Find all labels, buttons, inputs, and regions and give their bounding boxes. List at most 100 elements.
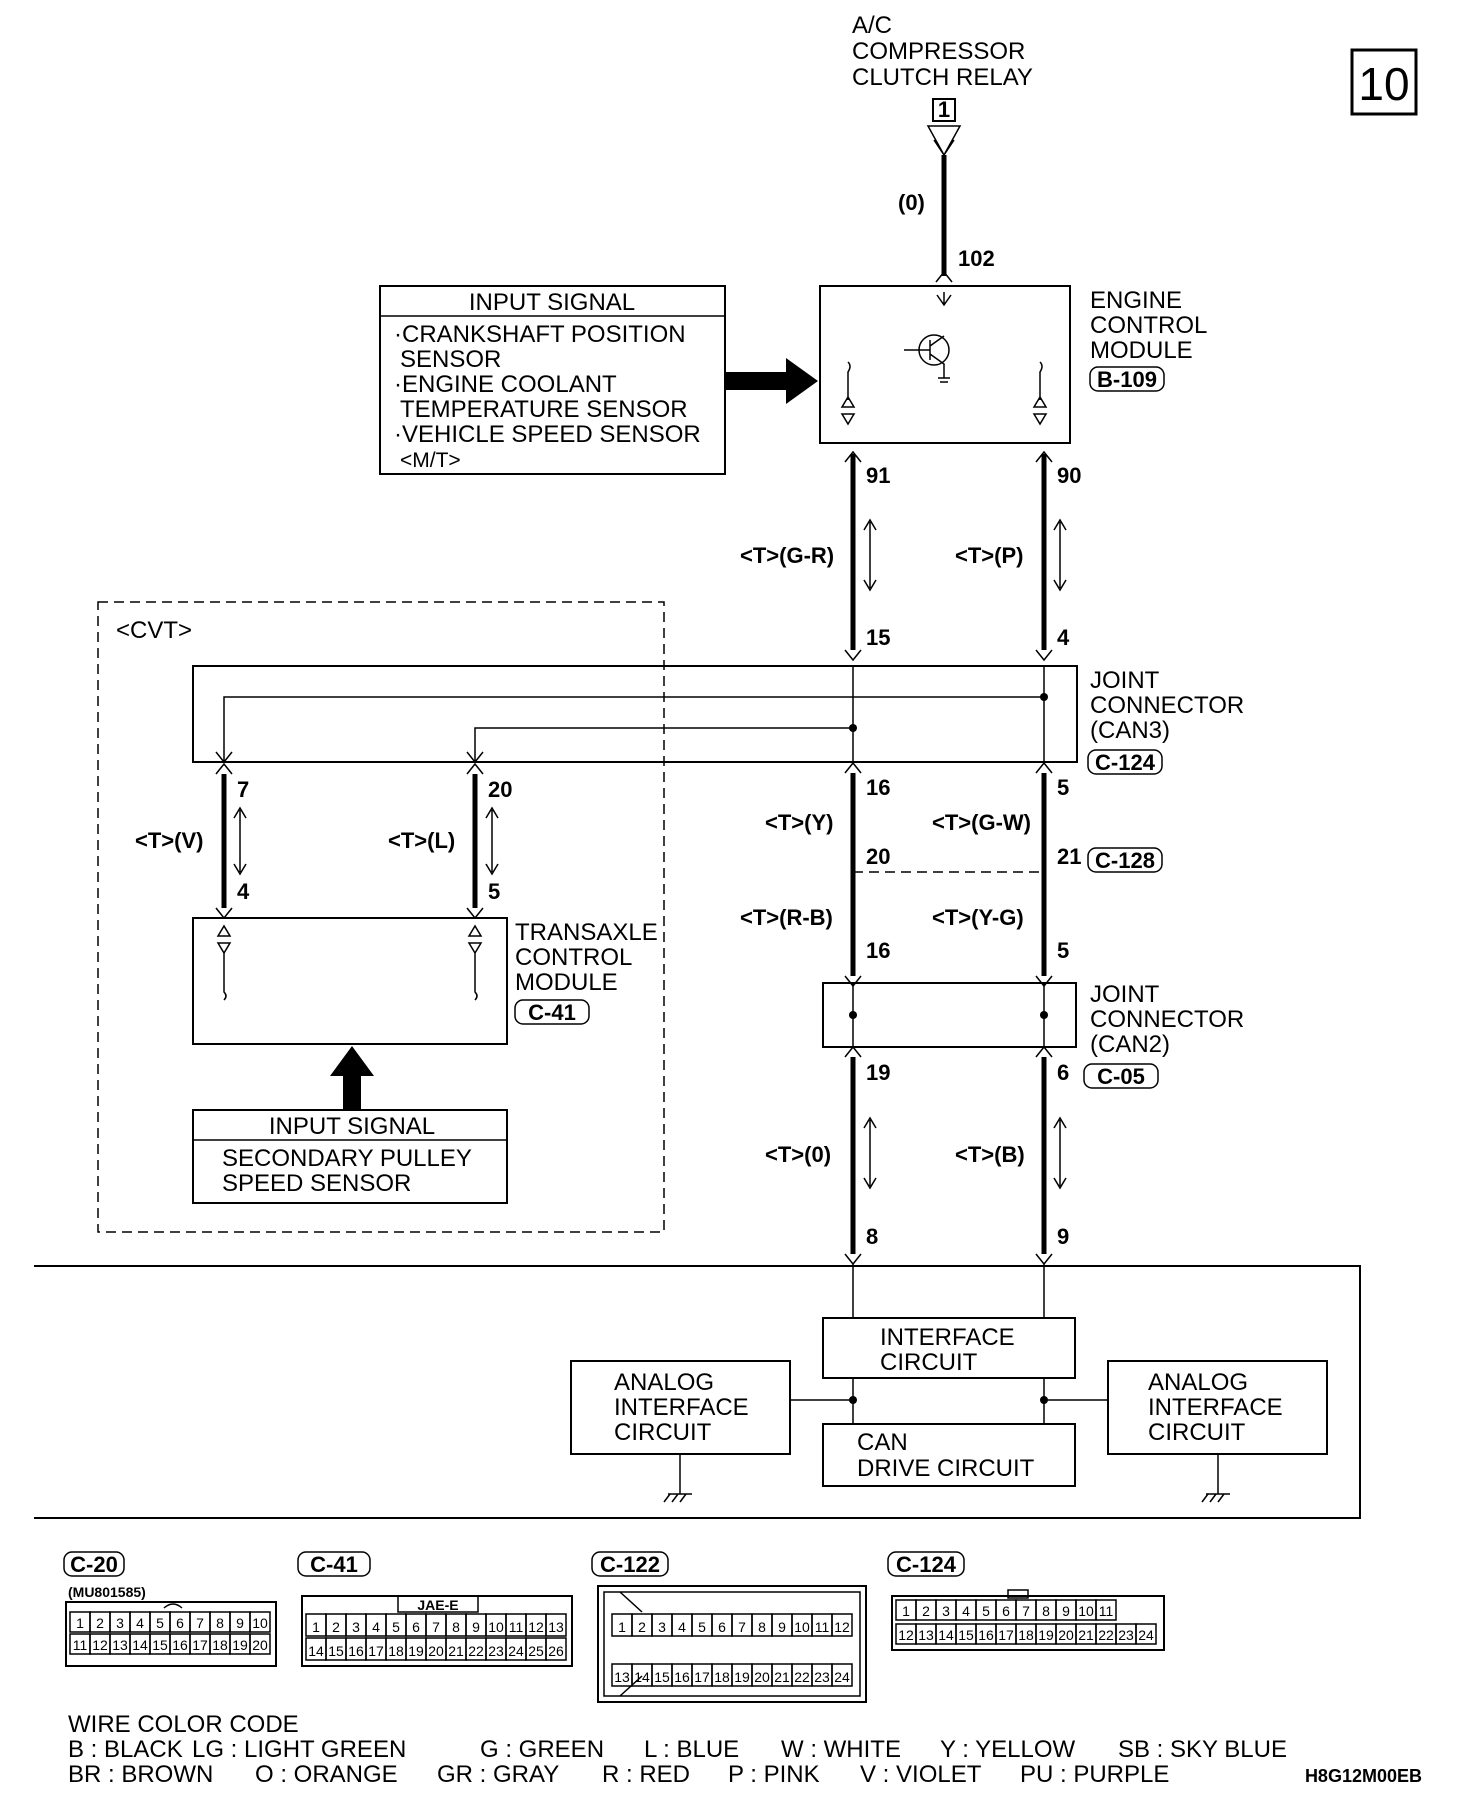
connector-pin-number: 16: [348, 1643, 364, 1659]
connector-pin-number: 26: [548, 1643, 564, 1659]
analog-left-ground-icon: [663, 1454, 692, 1503]
connector-pin-number: 9: [472, 1619, 480, 1635]
svg-text:O : ORANGE: O : ORANGE: [255, 1761, 398, 1788]
connector-pin-number: 19: [734, 1669, 750, 1685]
connector-pin-number: 13: [548, 1619, 564, 1635]
connector-pin-number: 10: [488, 1619, 504, 1635]
can-h-wire1-color: <T>(G-R): [740, 543, 834, 568]
tcm-input-title: INPUT SIGNAL: [269, 1113, 435, 1140]
connector-pin-number: 20: [754, 1669, 770, 1685]
can-l-jc2-out: 6: [1057, 1060, 1069, 1085]
interface-line2: CIRCUIT: [880, 1349, 978, 1376]
joint-can3-internal-wiring: [215, 666, 1045, 764]
connector-pin-number: 10: [794, 1619, 810, 1635]
svg-text:C-20: C-20: [70, 1552, 118, 1577]
connector-pin-number: 4: [136, 1615, 144, 1631]
tcm-input-line2: SPEED SENSOR: [222, 1170, 411, 1197]
svg-text:P : PINK: P : PINK: [728, 1761, 820, 1788]
ac-relay-label: A/C COMPRESSOR CLUTCH RELAY: [852, 12, 1033, 91]
svg-text:<M/T>: <M/T>: [400, 449, 461, 472]
can-h-wire3-color: <T>(R-B): [740, 905, 833, 930]
can-l-ecm-pin: 90: [1057, 463, 1081, 488]
joint-can2-label: JOINT CONNECTOR (CAN2): [1090, 981, 1244, 1058]
connector-pin-number: 24: [508, 1643, 524, 1659]
connector-pin-number: 18: [388, 1643, 404, 1659]
cvt-right-wire-color: <T>(L): [388, 828, 455, 853]
connector-pin-number: 18: [714, 1669, 730, 1685]
svg-text:PU : PURPLE: PU : PURPLE: [1020, 1761, 1169, 1788]
svg-text:JAE-E: JAE-E: [417, 1597, 458, 1613]
connector-pin-number: 2: [922, 1603, 930, 1619]
ecm-input-arrow: [725, 358, 818, 404]
connector-pin-number: 13: [918, 1627, 934, 1643]
can-drive-circuit-box: [822, 1423, 1076, 1487]
joint-can2-connector-box: [1083, 1063, 1159, 1089]
relay-wire-color: (0): [898, 190, 925, 215]
connector-pin-number: 11: [1099, 1603, 1114, 1619]
connector-pin-number: 12: [898, 1627, 914, 1643]
svg-text:W : WHITE: W : WHITE: [781, 1736, 901, 1763]
svg-text:R : RED: R : RED: [602, 1761, 690, 1788]
figure-id: H8G12M00EB: [1305, 1766, 1422, 1786]
ecm-box: [819, 285, 1071, 444]
tcm-label: TRANSAXLE CONTROL MODULE: [515, 919, 658, 996]
page-number-box: [1350, 48, 1418, 116]
analog-right-splice: [1040, 1396, 1048, 1404]
can-drive-line2: DRIVE CIRCUIT: [857, 1455, 1035, 1482]
can-h-ecm-pin: 91: [866, 463, 890, 488]
can-l-wire4-color: <T>(B): [955, 1142, 1025, 1167]
connector-pin-number: 10: [1078, 1603, 1094, 1619]
tcm-can-pin-icons: [216, 924, 483, 1001]
connector-pin-number: 20: [428, 1643, 444, 1659]
ecm-pin-102: 102: [958, 246, 995, 271]
can-wire-direction-arrows: [863, 518, 1067, 1190]
svg-text:C-122: C-122: [600, 1552, 660, 1577]
interface-line1: INTERFACE: [880, 1324, 1015, 1351]
connector-pin-number: 16: [978, 1627, 994, 1643]
connector-pin-number: 6: [718, 1619, 726, 1635]
can-h-jc2-out: 19: [866, 1060, 890, 1085]
connector-pin-number: 8: [1042, 1603, 1050, 1619]
connector-pin-number: 9: [236, 1615, 244, 1631]
connector-cavity: [249, 1611, 271, 1633]
svg-text:·ENGINE COOLANT: ·ENGINE COOLANT: [394, 371, 617, 398]
cvt-wire-chevrons: [215, 762, 499, 920]
svg-text:C-124: C-124: [896, 1552, 957, 1577]
connector-pin-number: 11: [509, 1619, 524, 1635]
joint-can3-box: [192, 665, 1078, 763]
joint-can3-splice-h: [849, 724, 857, 732]
connector-pin-number: 3: [942, 1603, 950, 1619]
svg-text:GR : GRAY: GR : GRAY: [437, 1761, 559, 1788]
svg-text:CONTROL: CONTROL: [1090, 312, 1207, 339]
svg-text:CONNECTOR: CONNECTOR: [1090, 1006, 1244, 1033]
svg-text:G : GREEN: G : GREEN: [480, 1736, 604, 1763]
connector-pin-number: 9: [1062, 1603, 1070, 1619]
connector-pin-number: 23: [488, 1643, 504, 1659]
connector-pin-number: 14: [132, 1637, 148, 1653]
can-l-end-pin: 9: [1057, 1224, 1069, 1249]
connector-pin-number: 17: [694, 1669, 710, 1685]
connector-pin-number: 23: [1118, 1627, 1134, 1643]
ecm-input-list: ·CRANKSHAFT POSITION SENSOR ·ENGINE COOL…: [394, 321, 701, 472]
connector-pin-number: 8: [216, 1615, 224, 1631]
connector-pin-number: 22: [794, 1669, 810, 1685]
connector-pin-number: 1: [312, 1619, 320, 1635]
connector-pin-number: 24: [834, 1669, 850, 1685]
joint-can3-splice-l: [1040, 693, 1048, 701]
connector-pin-number: 1: [76, 1615, 84, 1631]
connector-pin-number: 15: [654, 1669, 670, 1685]
can-h-wire4-color: <T>(0): [765, 1142, 831, 1167]
connector-pin-number: 6: [1002, 1603, 1010, 1619]
can-l-c128-pin: 21: [1057, 844, 1081, 869]
tcm-input-arrow: [330, 1046, 374, 1110]
can-l-jc2-in: 5: [1057, 938, 1069, 963]
connector-pin-number: 17: [998, 1627, 1014, 1643]
connector-pin-number: 4: [962, 1603, 970, 1619]
tcm-connector: C-41: [528, 1000, 576, 1025]
analog-right-line2: INTERFACE: [1148, 1394, 1283, 1421]
connector-pin-number: 18: [212, 1637, 228, 1653]
connector-pin-number: 10: [252, 1615, 268, 1631]
svg-text:JOINT: JOINT: [1090, 981, 1160, 1008]
